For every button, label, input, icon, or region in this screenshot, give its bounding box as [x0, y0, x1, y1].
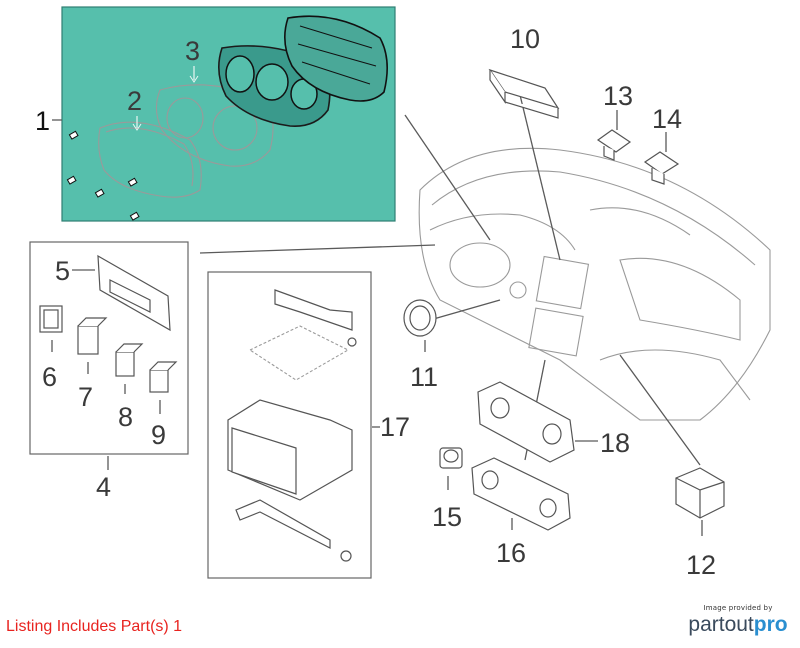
- highlight-panel-part-1: [61, 6, 396, 222]
- group-box-17: [207, 271, 372, 579]
- brand-logo: partoutpro: [682, 613, 794, 637]
- part-16: [471, 457, 571, 531]
- part-13: [596, 129, 632, 161]
- callout-14: 14: [652, 104, 682, 134]
- callout-17: 17: [380, 412, 410, 442]
- brand-part2: pro: [753, 613, 788, 636]
- part-11: [403, 299, 437, 337]
- credit-provided-by: Image provided by: [703, 604, 773, 612]
- callout-16: 16: [496, 538, 526, 568]
- callout-8: 8: [118, 402, 133, 432]
- callout-18: 18: [600, 428, 630, 458]
- callout-9: 9: [151, 420, 166, 450]
- callout-6: 6: [42, 362, 57, 392]
- callout-10: 10: [510, 24, 540, 54]
- listing-note: Listing Includes Part(s) 1: [6, 618, 183, 635]
- image-credit: Image provided by partoutpro: [682, 604, 794, 637]
- switch-part-7: [77, 317, 108, 355]
- callout-15: 15: [432, 502, 462, 532]
- part-15: [439, 447, 463, 469]
- callout-5: 5: [55, 256, 70, 286]
- switch-part-9: [149, 361, 178, 393]
- callout-11: 11: [410, 362, 438, 392]
- group-box-4: [29, 241, 189, 455]
- dashboard-outline: [418, 147, 771, 421]
- switch-part-8: [115, 343, 144, 377]
- part-5: [97, 254, 171, 332]
- callout-7: 7: [78, 382, 93, 412]
- switch-part-6: [39, 305, 63, 333]
- part-18: [477, 381, 575, 463]
- callout-1: 1: [35, 106, 50, 136]
- brand-part1: partout: [688, 613, 754, 636]
- part-12: [675, 467, 725, 519]
- part-10: [488, 68, 560, 119]
- callout-2: 2: [127, 86, 142, 116]
- part-17-assembly: [227, 289, 357, 562]
- callout-3: 3: [185, 36, 200, 66]
- callout-13: 13: [603, 81, 633, 111]
- callout-4: 4: [96, 472, 111, 502]
- callout-12: 12: [686, 550, 716, 580]
- part-14: [643, 151, 680, 185]
